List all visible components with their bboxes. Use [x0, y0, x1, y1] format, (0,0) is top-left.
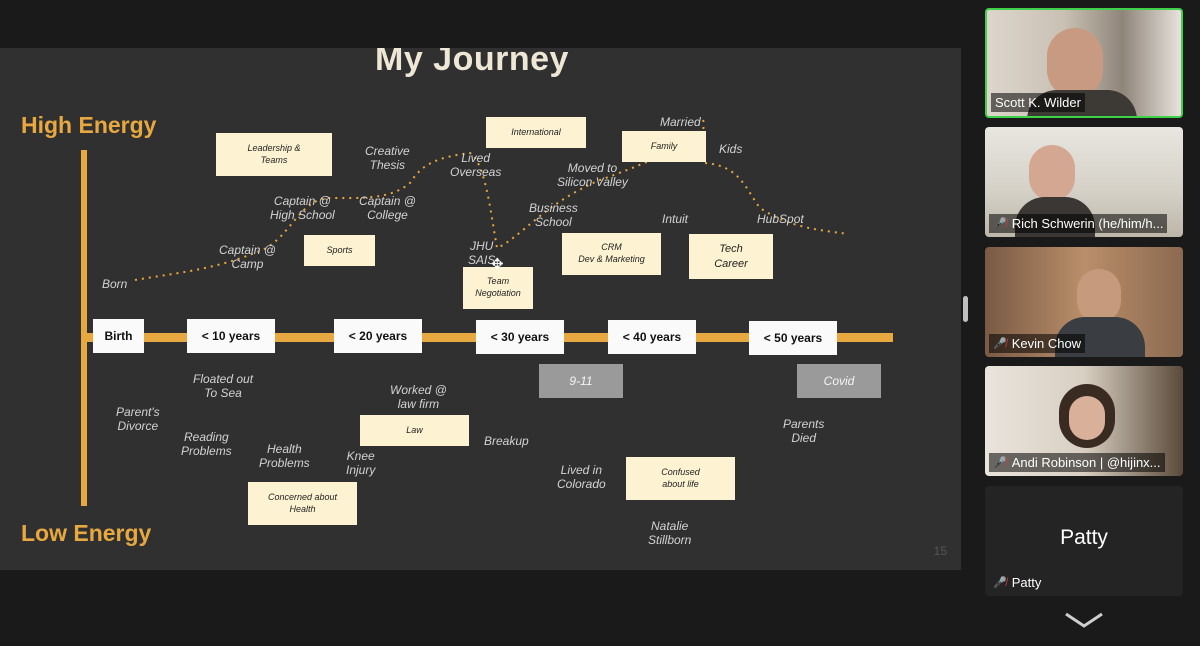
participant-name: 🎤̸Patty	[993, 575, 1042, 590]
label-natalie: Natalie Stillborn	[648, 519, 692, 548]
participant-name: 🎤̸Andi Robinson | @hijinx...	[989, 453, 1165, 472]
participant-tile-rich[interactable]: 🎤̸Rich Schwerin (he/him/h...	[985, 127, 1183, 237]
participant-display-name: Patty	[1060, 526, 1108, 549]
sticky-confused: Confused about life	[626, 457, 735, 500]
high-energy-label: High Energy	[21, 112, 157, 138]
sticky-tech-career: Tech Career	[689, 234, 773, 279]
label-jhu-sais: JHU SAIS	[468, 239, 496, 268]
label-creative-thesis: Creative Thesis	[365, 144, 410, 173]
label-worked: Worked @ law firm	[390, 383, 447, 412]
muted-mic-icon: 🎤̸	[993, 457, 1007, 469]
label-intuit: Intuit	[662, 212, 689, 226]
avatar	[1069, 396, 1105, 440]
age-50: < 50 years	[749, 321, 837, 355]
avatar	[1047, 28, 1103, 98]
chevron-down-icon[interactable]	[1064, 610, 1104, 630]
muted-mic-icon: 🎤̸	[993, 577, 1007, 589]
avatar	[1029, 145, 1075, 201]
label-captain-hs: Captain @ High School	[270, 194, 335, 223]
participant-tile-andi[interactable]: 🎤̸Andi Robinson | @hijinx...	[985, 366, 1183, 476]
age-30: < 30 years	[476, 320, 564, 354]
sticky-concerned-health: Concerned about Health	[248, 482, 357, 525]
age-birth: Birth	[93, 319, 144, 353]
participant-name: 🎤̸Kevin Chow	[989, 334, 1086, 353]
sticky-sports: Sports	[304, 235, 375, 266]
shared-slide: My Journey High Energy Low Energy Birth …	[0, 48, 961, 570]
label-breakup: Breakup	[484, 434, 529, 448]
move-cursor-icon: ✥	[491, 256, 504, 273]
sticky-crm: CRM Dev & Marketing	[562, 233, 661, 275]
label-captain-college: Captain @ College	[359, 194, 416, 223]
label-born: Born	[102, 277, 128, 291]
sticky-family: Family	[622, 131, 706, 162]
label-hubspot: HubSpot	[757, 212, 804, 226]
note-covid: Covid	[797, 364, 881, 398]
energy-axis	[81, 150, 87, 506]
age-40: < 40 years	[608, 320, 696, 354]
energy-curve	[134, 117, 849, 281]
age-20: < 20 years	[334, 319, 422, 353]
slide-title: My Journey	[375, 48, 569, 78]
muted-mic-icon: 🎤̸	[993, 218, 1007, 230]
label-health: Health Problems	[259, 442, 310, 471]
label-reading: Reading Problems	[181, 430, 232, 459]
sticky-international: International	[486, 117, 586, 148]
label-kids: Kids	[719, 142, 743, 156]
label-parents-died: Parents Died	[783, 417, 825, 446]
label-floated: Floated out To Sea	[193, 372, 254, 401]
label-married: Married	[660, 115, 701, 129]
label-business-school: Business School	[529, 201, 578, 230]
low-energy-label: Low Energy	[21, 520, 152, 546]
participant-tile-patty[interactable]: Patty 🎤̸Patty	[985, 486, 1183, 596]
participant-tile-kevin[interactable]: 🎤̸Kevin Chow	[985, 247, 1183, 357]
participant-name: 🎤̸Rich Schwerin (he/him/h...	[989, 214, 1168, 233]
participant-name: Scott K. Wilder	[991, 93, 1085, 112]
muted-mic-icon: 🎤̸	[993, 338, 1007, 350]
participant-tile-scott[interactable]: Scott K. Wilder	[985, 8, 1183, 118]
sticky-team-negotiation: Team Negotiation	[463, 267, 533, 309]
label-knee: Knee Injury	[346, 449, 376, 478]
avatar	[1077, 269, 1121, 323]
sticky-law: Law	[360, 415, 469, 446]
label-lived-colorado: Lived in Colorado	[557, 463, 606, 492]
label-captain-camp: Captain @ Camp	[219, 243, 276, 272]
page-number: 15	[933, 544, 947, 558]
note-9-11: 9-11	[539, 364, 623, 398]
sticky-leadership: Leadership & Teams	[216, 133, 332, 176]
label-parents-divorce: Parent's Divorce	[116, 405, 160, 434]
label-moved-sv: Moved to Silicon Valley	[557, 161, 628, 190]
label-lived-overseas: Lived Overseas	[450, 151, 502, 180]
panel-resize-handle[interactable]	[963, 296, 968, 322]
age-10: < 10 years	[187, 319, 275, 353]
